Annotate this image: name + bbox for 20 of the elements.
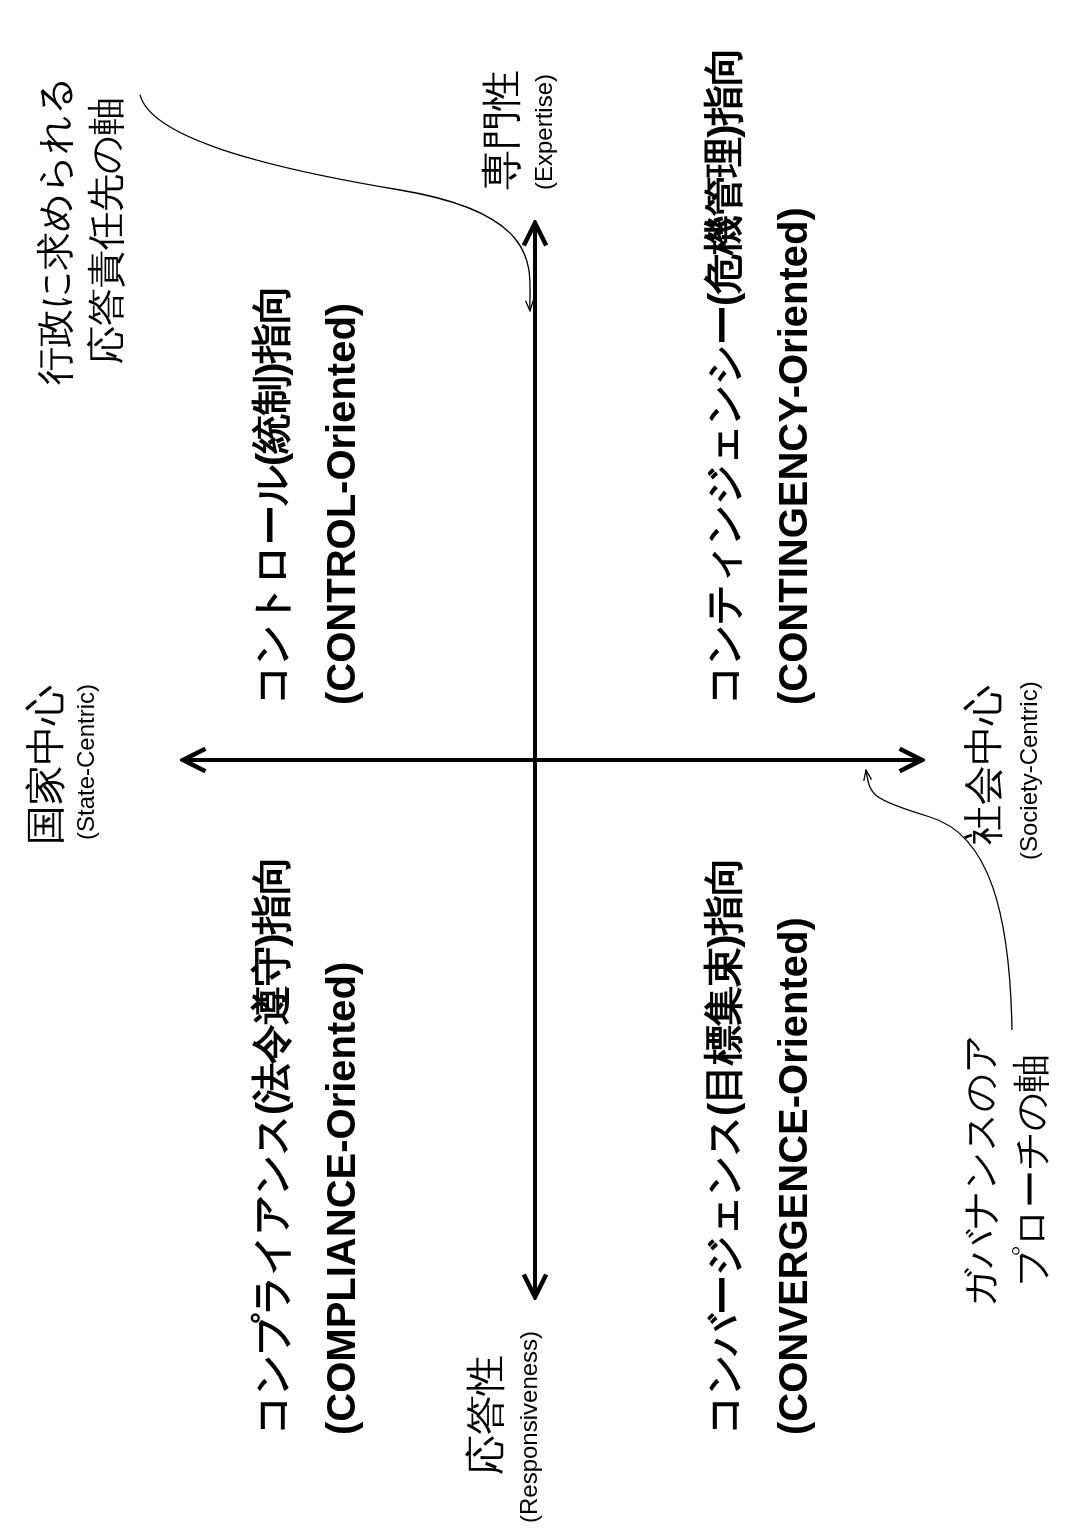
axis-label: (Expertise)	[530, 73, 558, 190]
quadrant-label: コントロール(統制)指向	[248, 285, 294, 705]
axis-label: 社会中心	[960, 685, 1006, 845]
callout-text: ガバナンスのアプローチの軸	[955, 1030, 1058, 1310]
quadrant-label: (CONTROL-Oriented)	[318, 302, 364, 705]
quadrant-label: コンバージェンス(目標集束)指向	[700, 857, 746, 1435]
quadrant-label: コンティンジェンシー(危機管理)指向	[700, 47, 746, 705]
callout-text: 行政に求められる応答責任先の軸	[30, 65, 133, 395]
quadrant-label: (CONVERGENCE-Oriented)	[770, 917, 816, 1435]
quadrant-label: (CONTINGENCY-Oriented)	[770, 207, 816, 705]
axis-label: 専門性	[478, 70, 524, 190]
axis-label: (Society-Centric)	[1015, 681, 1043, 860]
axis-label: (Responsiveness)	[515, 1330, 543, 1523]
axis-label: 国家中心	[22, 685, 68, 845]
quadrant-label: (COMPLIANCE-Oriented)	[318, 961, 364, 1435]
axis-label: 応答性	[462, 1355, 508, 1475]
axis-label: (State-Centric)	[72, 683, 100, 840]
quadrant-label: コンプライアンス(法令遵守)指向	[248, 856, 294, 1435]
leader-line	[139, 94, 535, 312]
leader-line	[863, 769, 1013, 1031]
